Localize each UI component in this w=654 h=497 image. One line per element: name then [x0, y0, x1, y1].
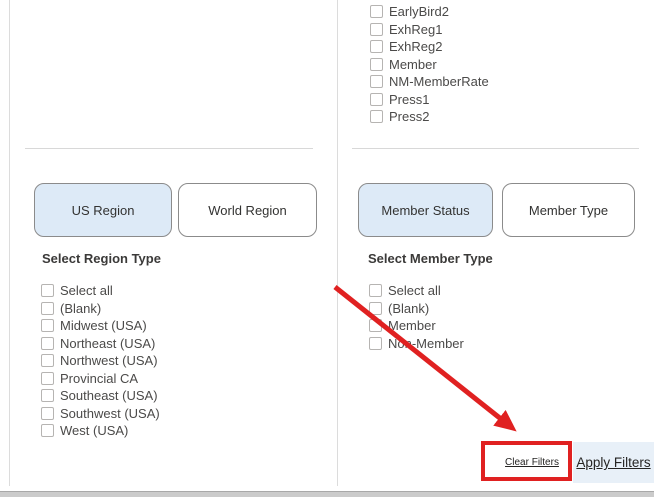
checkbox-item[interactable]: West (USA) — [41, 422, 160, 440]
checkbox-unchecked-icon[interactable] — [369, 336, 382, 350]
checkbox-item[interactable]: Press1 — [370, 91, 489, 109]
checkbox-unchecked-icon[interactable] — [41, 389, 54, 403]
checkbox-item[interactable]: Member — [369, 317, 464, 335]
checkbox-unchecked-icon[interactable] — [370, 5, 383, 19]
checkbox-unchecked-icon[interactable] — [369, 319, 382, 333]
checkbox-label: Member — [389, 56, 437, 72]
checkbox-unchecked-icon[interactable] — [41, 406, 54, 420]
checkbox-item[interactable]: (Blank) — [369, 300, 464, 318]
checkbox-item[interactable]: Select all — [41, 282, 160, 300]
checkbox-unchecked-icon[interactable] — [370, 92, 383, 106]
checkbox-item[interactable]: Press2 — [370, 108, 489, 126]
checkbox-unchecked-icon[interactable] — [370, 40, 383, 54]
apply-filters-label: Apply Filters — [576, 455, 651, 470]
checkbox-label: (Blank) — [388, 300, 430, 316]
checkbox-unchecked-icon[interactable] — [41, 301, 54, 315]
checkbox-item[interactable]: NM-MemberRate — [370, 73, 489, 91]
checkbox-unchecked-icon[interactable] — [370, 22, 383, 36]
checkbox-item[interactable]: Northeast (USA) — [41, 335, 160, 353]
checkbox-label: ExhReg2 — [389, 39, 443, 54]
checkbox-label: Provincial CA — [60, 370, 139, 386]
checkbox-label: Select all — [60, 283, 113, 298]
checkbox-label: (Blank) — [60, 300, 102, 316]
member-type-list: Select all (Blank) Member Non-Member — [369, 282, 464, 352]
checkbox-unchecked-icon[interactable] — [369, 284, 382, 298]
region-section-divider — [25, 148, 313, 149]
member-section-label: Select Member Type — [368, 251, 493, 266]
checkbox-item[interactable]: Southeast (USA) — [41, 387, 160, 405]
checkbox-item[interactable]: (Blank) — [41, 300, 160, 318]
checkbox-unchecked-icon[interactable] — [41, 371, 54, 385]
panel-divider — [337, 0, 338, 486]
left-panel-border — [9, 0, 10, 486]
checkbox-item[interactable]: Midwest (USA) — [41, 317, 160, 335]
checkbox-item[interactable]: Northwest (USA) — [41, 352, 160, 370]
tab-member-status[interactable]: Member Status — [358, 183, 493, 237]
checkbox-label: EarlyBird2 — [389, 4, 449, 19]
checkbox-item[interactable]: ExhReg2 — [370, 38, 489, 56]
checkbox-label: Member — [388, 318, 436, 333]
checkbox-label: Midwest (USA) — [60, 318, 147, 333]
registration-category-list: EarlyBird2 ExhReg1 ExhReg2 Member NM-Mem… — [370, 3, 489, 126]
checkbox-label: Press1 — [389, 91, 430, 107]
checkbox-unchecked-icon[interactable] — [41, 354, 54, 368]
checkbox-unchecked-icon[interactable] — [41, 336, 54, 350]
checkbox-label: Non-Member — [388, 335, 464, 351]
bottom-scrollbar[interactable] — [0, 491, 654, 497]
checkbox-label: Select all — [388, 283, 441, 298]
checkbox-item[interactable]: Southwest (USA) — [41, 405, 160, 423]
checkbox-unchecked-icon[interactable] — [41, 319, 54, 333]
checkbox-label: NM-MemberRate — [389, 74, 489, 89]
checkbox-label: Press2 — [389, 109, 430, 124]
checkbox-item[interactable]: Select all — [369, 282, 464, 300]
checkbox-label: ExhReg1 — [389, 21, 443, 37]
checkbox-label: Southeast (USA) — [60, 388, 158, 403]
checkbox-item[interactable]: ExhReg1 — [370, 21, 489, 39]
clear-filters-link[interactable]: Clear Filters — [505, 457, 559, 468]
checkbox-item[interactable]: EarlyBird2 — [370, 3, 489, 21]
checkbox-label: Southwest (USA) — [60, 405, 160, 421]
region-section-label: Select Region Type — [42, 251, 161, 266]
checkbox-label: Northwest (USA) — [60, 353, 158, 368]
checkbox-unchecked-icon[interactable] — [369, 301, 382, 315]
checkbox-item[interactable]: Non-Member — [369, 335, 464, 353]
tab-member-type[interactable]: Member Type — [502, 183, 635, 237]
region-type-list: Select all (Blank) Midwest (USA) Northea… — [41, 282, 160, 440]
checkbox-unchecked-icon[interactable] — [41, 424, 54, 438]
tab-us-region[interactable]: US Region — [34, 183, 172, 237]
checkbox-label: Northeast (USA) — [60, 335, 156, 351]
checkbox-unchecked-icon[interactable] — [370, 110, 383, 124]
member-section-divider — [352, 148, 639, 149]
checkbox-unchecked-icon[interactable] — [41, 284, 54, 298]
checkbox-unchecked-icon[interactable] — [370, 75, 383, 89]
checkbox-item[interactable]: Member — [370, 56, 489, 74]
checkbox-unchecked-icon[interactable] — [370, 57, 383, 71]
checkbox-label: West (USA) — [60, 423, 129, 438]
checkbox-item[interactable]: Provincial CA — [41, 370, 160, 388]
tab-world-region[interactable]: World Region — [178, 183, 317, 237]
apply-filters-button[interactable]: Apply Filters — [573, 442, 654, 483]
